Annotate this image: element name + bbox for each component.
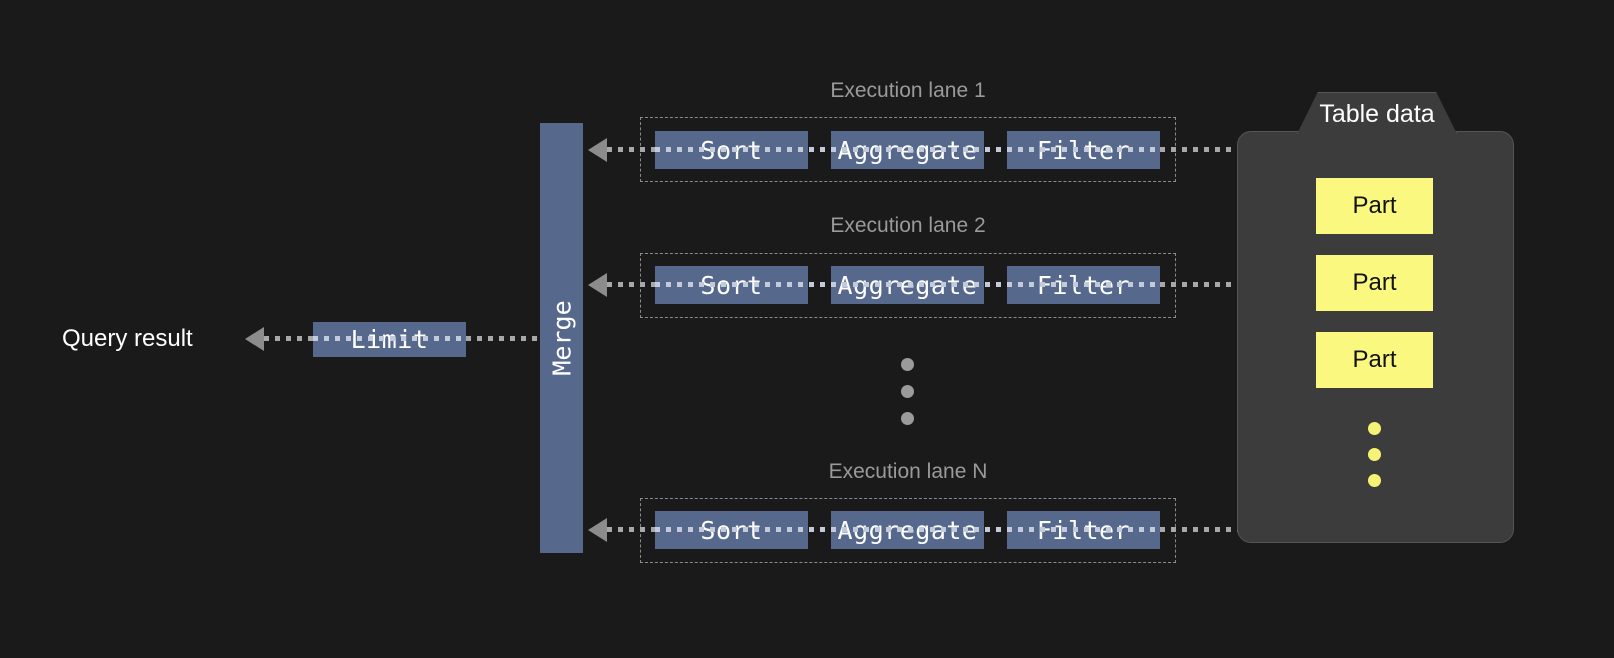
connector-lanen-to-table	[1160, 527, 1238, 532]
lane-1-arrow-icon	[588, 138, 607, 162]
lane-ellipsis-dot	[901, 385, 914, 398]
lane-ellipsis-dot	[901, 358, 914, 371]
part-box[interactable]: Part	[1316, 255, 1433, 311]
part-ellipsis-dot	[1368, 474, 1381, 487]
query-result-label: Query result	[62, 325, 193, 352]
part-box[interactable]: Part	[1316, 332, 1433, 388]
connector-lane2-to-table	[1160, 282, 1238, 287]
part-ellipsis-dot	[1368, 422, 1381, 435]
part-box-label: Part	[1352, 192, 1397, 219]
connector-lane1-to-merge	[607, 147, 655, 152]
lane-title-1: Execution lane 1	[830, 79, 986, 102]
connector-lane2-chain	[655, 282, 1160, 287]
lane-n-arrow-icon	[588, 518, 607, 542]
table-data-title: Table data	[1319, 100, 1435, 128]
part-box[interactable]: Part	[1316, 178, 1433, 234]
connector-lanen-to-merge	[607, 527, 655, 532]
part-box-label: Part	[1352, 346, 1397, 373]
connector-lane1-chain	[655, 147, 1160, 152]
connector-lane2-to-merge	[607, 282, 655, 287]
part-box-label: Part	[1352, 269, 1397, 296]
lane-title-2: Execution lane 2	[830, 214, 986, 237]
part-ellipsis-dot	[1368, 448, 1381, 461]
merge-bar[interactable]: Merge	[540, 123, 583, 553]
lane-title-n: Execution lane N	[828, 460, 988, 483]
lane-2-arrow-icon	[588, 273, 607, 297]
lane-ellipsis-dot	[901, 412, 914, 425]
connector-merge-to-limit	[466, 336, 542, 341]
merge-bar-label: Merge	[547, 300, 576, 376]
connector-lanen-chain	[655, 527, 1160, 532]
connector-limit-to-result	[264, 336, 314, 341]
table-data-tab	[1297, 92, 1457, 134]
query-result-arrow-icon	[245, 327, 264, 351]
connector-through-limit	[313, 336, 466, 341]
connector-lane1-to-table	[1160, 147, 1238, 152]
